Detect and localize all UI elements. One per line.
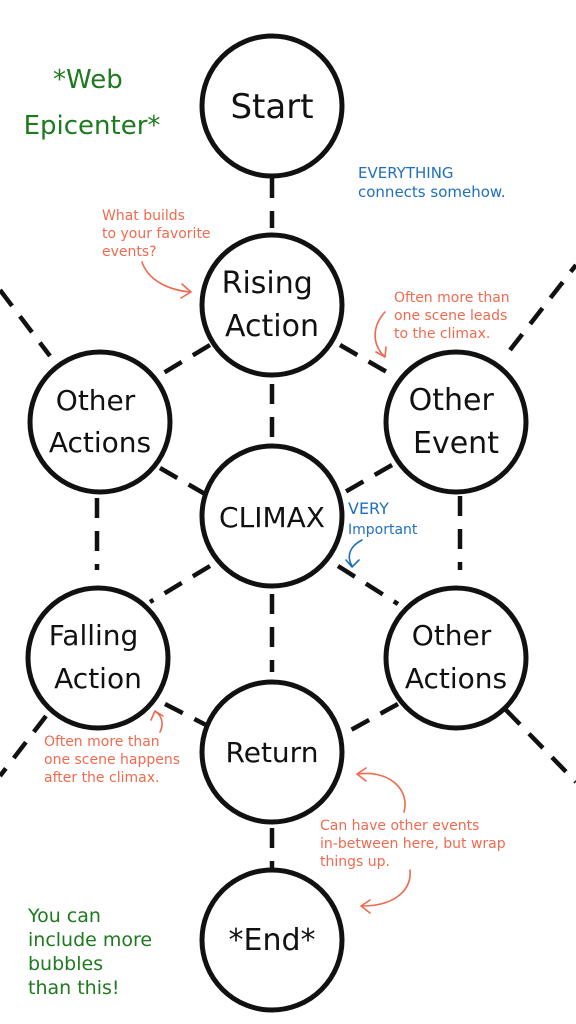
connector-otherevent-climax (343, 463, 394, 494)
node-other-actions-left: Other Actions (27, 349, 173, 495)
node-other-actions-left-circle (27, 349, 173, 495)
node-start-circle (199, 33, 345, 179)
note-everything-line-1: EVERYTHING (358, 164, 454, 182)
note-more-bubbles-line-4: than this! (28, 977, 120, 999)
arrow-climax-leads (374, 311, 387, 358)
arrow-other-events-down (360, 869, 411, 914)
node-falling-action-line-1: Falling (49, 619, 139, 652)
note-more-bubbles: You can include more bubbles than this! (27, 905, 158, 999)
note-other-events: Can have other events in-between here, b… (320, 818, 510, 870)
note-other-events-line-3: things up. (320, 854, 390, 870)
connector-climax-falling (148, 564, 212, 604)
node-falling-action-label: Falling Action (49, 619, 147, 695)
connector-otherevent-edge (508, 263, 576, 352)
node-falling-action-circle (25, 585, 171, 731)
node-return: Return (199, 679, 345, 825)
node-falling-action: Falling Action (25, 585, 171, 731)
node-start: Start (199, 33, 345, 179)
node-rising-action: Rising Action (199, 232, 345, 378)
node-climax: CLIMAX (199, 443, 345, 589)
node-climax-label: CLIMAX (219, 501, 325, 534)
note-favorite-events: What builds to your favorite events? (102, 208, 215, 260)
note-web-epicenter: *Web Epicenter* (24, 65, 161, 141)
note-climax-leads-line-3: to the climax. (394, 326, 490, 342)
note-after-climax-line-3: after the climax. (44, 770, 159, 786)
note-more-bubbles-line-1: You can (27, 905, 101, 927)
note-favorite-events-line-2: to your favorite (102, 226, 211, 242)
note-web-epicenter-line-2: Epicenter* (24, 111, 161, 141)
node-other-actions-left-line-2: Actions (49, 426, 151, 459)
connector-falling-edge (0, 714, 48, 778)
node-start-line-1: Start (230, 87, 313, 127)
connectors (0, 178, 576, 868)
node-return-circle (199, 679, 345, 825)
arrow-after-climax (150, 710, 164, 733)
connector-rising-otherevent (338, 343, 394, 377)
node-return-label: Return (226, 736, 319, 769)
node-other-actions-right-circle (383, 585, 529, 731)
node-end-label: *End* (228, 923, 315, 958)
note-favorite-events-line-3: events? (102, 244, 157, 260)
node-end: *End* (199, 867, 345, 1013)
node-other-actions-right-line-1: Other (412, 619, 492, 652)
note-more-bubbles-line-3: bubbles (28, 953, 103, 975)
note-very-important-line-1: VERY (348, 499, 389, 518)
node-other-actions-right-line-2: Actions (405, 662, 507, 695)
connector-edge-otherleft (0, 288, 52, 358)
note-other-events-line-2: in-between here, but wrap (320, 836, 506, 852)
note-web-epicenter-line-1: *Web (53, 65, 123, 95)
node-start-label: Start (230, 87, 313, 127)
node-rising-action-line-1: Rising (222, 266, 313, 301)
node-climax-circle (199, 443, 345, 589)
note-climax-leads: Often more than one scene leads to the c… (394, 290, 514, 342)
node-rising-action-line-2: Action (225, 309, 319, 344)
note-more-bubbles-line-2: include more (28, 929, 152, 951)
node-rising-action-circle (199, 232, 345, 378)
note-favorite-events-line-1: What builds (102, 208, 185, 224)
node-other-actions-right-label: Other Actions (405, 619, 507, 695)
note-very-important: VERY Important (348, 499, 418, 538)
node-rising-action-label: Rising Action (222, 266, 323, 344)
note-everything-line-2: connects somehow. (358, 183, 506, 201)
note-after-climax-line-2: one scene happens (44, 752, 180, 768)
arrow-other-events-up (356, 767, 406, 813)
connector-otherright-edge (504, 708, 576, 784)
node-other-actions-left-label: Other Actions (49, 384, 151, 459)
node-other-actions-right: Other Actions (383, 585, 529, 731)
node-falling-action-line-2: Action (54, 662, 142, 695)
connector-otherright-return (338, 702, 400, 738)
note-other-events-line-1: Can have other events (320, 818, 479, 834)
note-climax-leads-line-2: one scene leads (394, 308, 507, 324)
node-end-line-1: *End* (228, 923, 315, 958)
node-other-event: Other Event (383, 349, 529, 495)
note-after-climax: Often more than one scene happens after … (44, 734, 185, 786)
note-everything: EVERYTHING connects somehow. (358, 164, 506, 201)
node-other-event-line-1: Other (409, 383, 495, 418)
arrow-very-important (345, 539, 363, 568)
note-climax-leads-line-1: Often more than (394, 290, 510, 306)
node-other-actions-left-line-1: Other (56, 384, 136, 417)
note-very-important-line-2: Important (348, 522, 418, 538)
node-other-event-circle (383, 349, 529, 495)
node-end-circle (199, 867, 345, 1013)
node-other-event-line-2: Event (413, 426, 499, 461)
connector-otherleft-climax (158, 466, 207, 496)
node-climax-line-1: CLIMAX (219, 501, 325, 534)
connector-rising-otherleft (158, 343, 212, 377)
connector-climax-otherright (336, 564, 400, 606)
node-other-event-label: Other Event (409, 383, 504, 461)
arrow-favorite-events (141, 261, 192, 299)
connector-falling-return (163, 701, 210, 729)
node-return-line-1: Return (226, 736, 319, 769)
note-after-climax-line-1: Often more than (44, 734, 160, 750)
